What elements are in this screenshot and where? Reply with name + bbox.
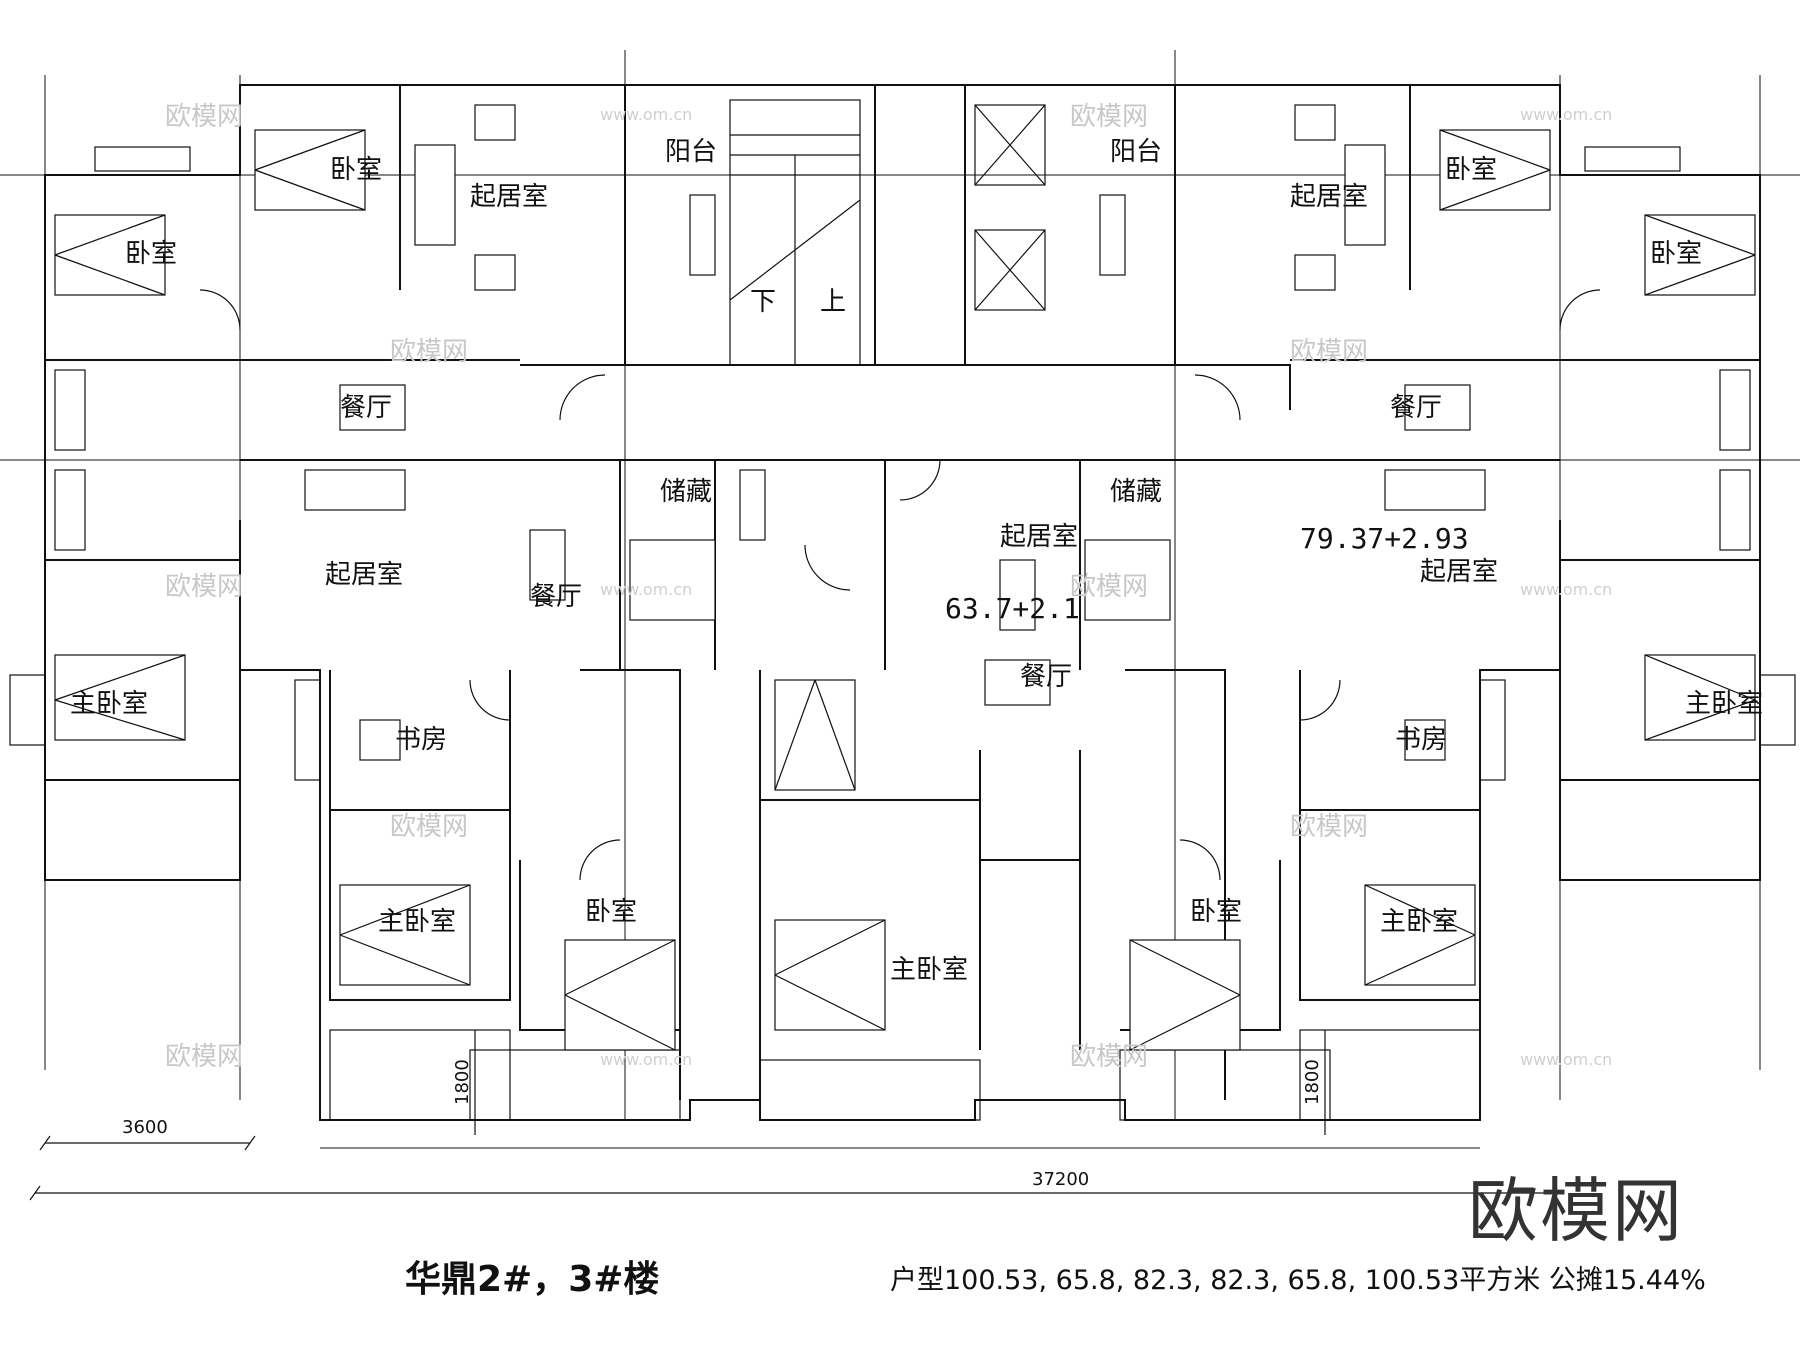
label-dining-b: 餐厅: [1390, 393, 1442, 423]
watermark-4: 欧模网: [1290, 337, 1368, 367]
beds: [54, 129, 1756, 1051]
label-area-right: 79.37+2.93: [1300, 522, 1469, 555]
label-master-b: 主卧室: [1685, 689, 1763, 719]
watermark-2: 欧模网: [1070, 102, 1148, 132]
furniture: [54, 104, 1751, 761]
label-storage-b: 储藏: [1110, 477, 1162, 507]
watermark-9: 欧模网: [165, 1042, 243, 1072]
label-study-a: 书房: [395, 725, 447, 755]
watermarks: 欧模网 欧模网 欧模网 欧模网 欧模网 欧模网 欧模网 欧模网 欧模网 欧模网 …: [165, 102, 1612, 1072]
dim-balcony-left: 1800: [452, 1059, 473, 1105]
dim-span-left: 3600: [122, 1117, 168, 1138]
label-master-a: 主卧室: [70, 689, 148, 719]
label-balcony-a: 阳台: [665, 137, 717, 167]
label-bedroom-f: 卧室: [1190, 897, 1242, 927]
label-bedroom-a: 卧室: [330, 155, 382, 185]
label-bedroom-d: 卧室: [1650, 239, 1702, 269]
unit-area-summary: 户型100.53, 65.8, 82.3, 82.3, 65.8, 100.53…: [890, 1265, 1706, 1296]
label-dining-d: 餐厅: [1020, 662, 1072, 692]
label-master-e: 主卧室: [1380, 907, 1458, 937]
label-dining-a: 餐厅: [340, 393, 392, 423]
stair-core: [729, 99, 1046, 366]
watermark-7: 欧模网: [390, 812, 468, 842]
dim-balcony-right: 1800: [1302, 1059, 1323, 1105]
watermark-url-6: www.om.cn: [1520, 1050, 1612, 1069]
label-master-d: 主卧室: [890, 955, 968, 985]
doors: [199, 289, 1601, 881]
watermark-url-2: www.om.cn: [1520, 105, 1612, 124]
label-bedroom-c: 卧室: [1445, 155, 1497, 185]
watermark-url-5: www.om.cn: [600, 1050, 692, 1069]
label-living-b: 起居室: [1290, 182, 1368, 212]
label-dining-c: 餐厅: [530, 582, 582, 612]
label-living-a: 起居室: [470, 182, 548, 212]
brand-watermark: 欧模网: [1468, 1170, 1684, 1252]
watermark-5: 欧模网: [165, 572, 243, 602]
drawing-title: 华鼎2#，3#楼: [405, 1259, 660, 1300]
dim-total-width: 37200: [1032, 1169, 1089, 1190]
watermark-url-4: www.om.cn: [1520, 580, 1612, 599]
watermark-6: 欧模网: [1070, 572, 1148, 602]
watermark-1: 欧模网: [165, 102, 243, 132]
room-labels: 卧室 卧室 起居室 阳台 下 上 阳台 起居室 卧室 卧室 餐厅 餐厅 储藏 储…: [70, 137, 1763, 985]
label-storage-a: 储藏: [660, 477, 712, 507]
label-up: 上: [820, 287, 846, 317]
label-living-d: 起居室: [1000, 522, 1078, 552]
label-master-c: 主卧室: [378, 907, 456, 937]
windows: [9, 146, 1796, 1121]
dimension-lines: 3600 37200 1800 1800: [29, 1030, 1560, 1201]
label-bedroom-e: 卧室: [585, 897, 637, 927]
watermark-8: 欧模网: [1290, 812, 1368, 842]
watermark-10: 欧模网: [1070, 1042, 1148, 1072]
label-study-b: 书房: [1395, 725, 1447, 755]
label-bedroom-b: 卧室: [125, 239, 177, 269]
label-living-c: 起居室: [325, 560, 403, 590]
label-living-e: 起居室: [1420, 557, 1498, 587]
watermark-url-3: www.om.cn: [600, 580, 692, 599]
label-area-center: 63.7+2.1: [945, 592, 1080, 625]
watermark-3: 欧模网: [390, 337, 468, 367]
watermark-url-1: www.om.cn: [600, 105, 692, 124]
label-balcony-b: 阳台: [1110, 137, 1162, 167]
label-down: 下: [750, 287, 776, 317]
